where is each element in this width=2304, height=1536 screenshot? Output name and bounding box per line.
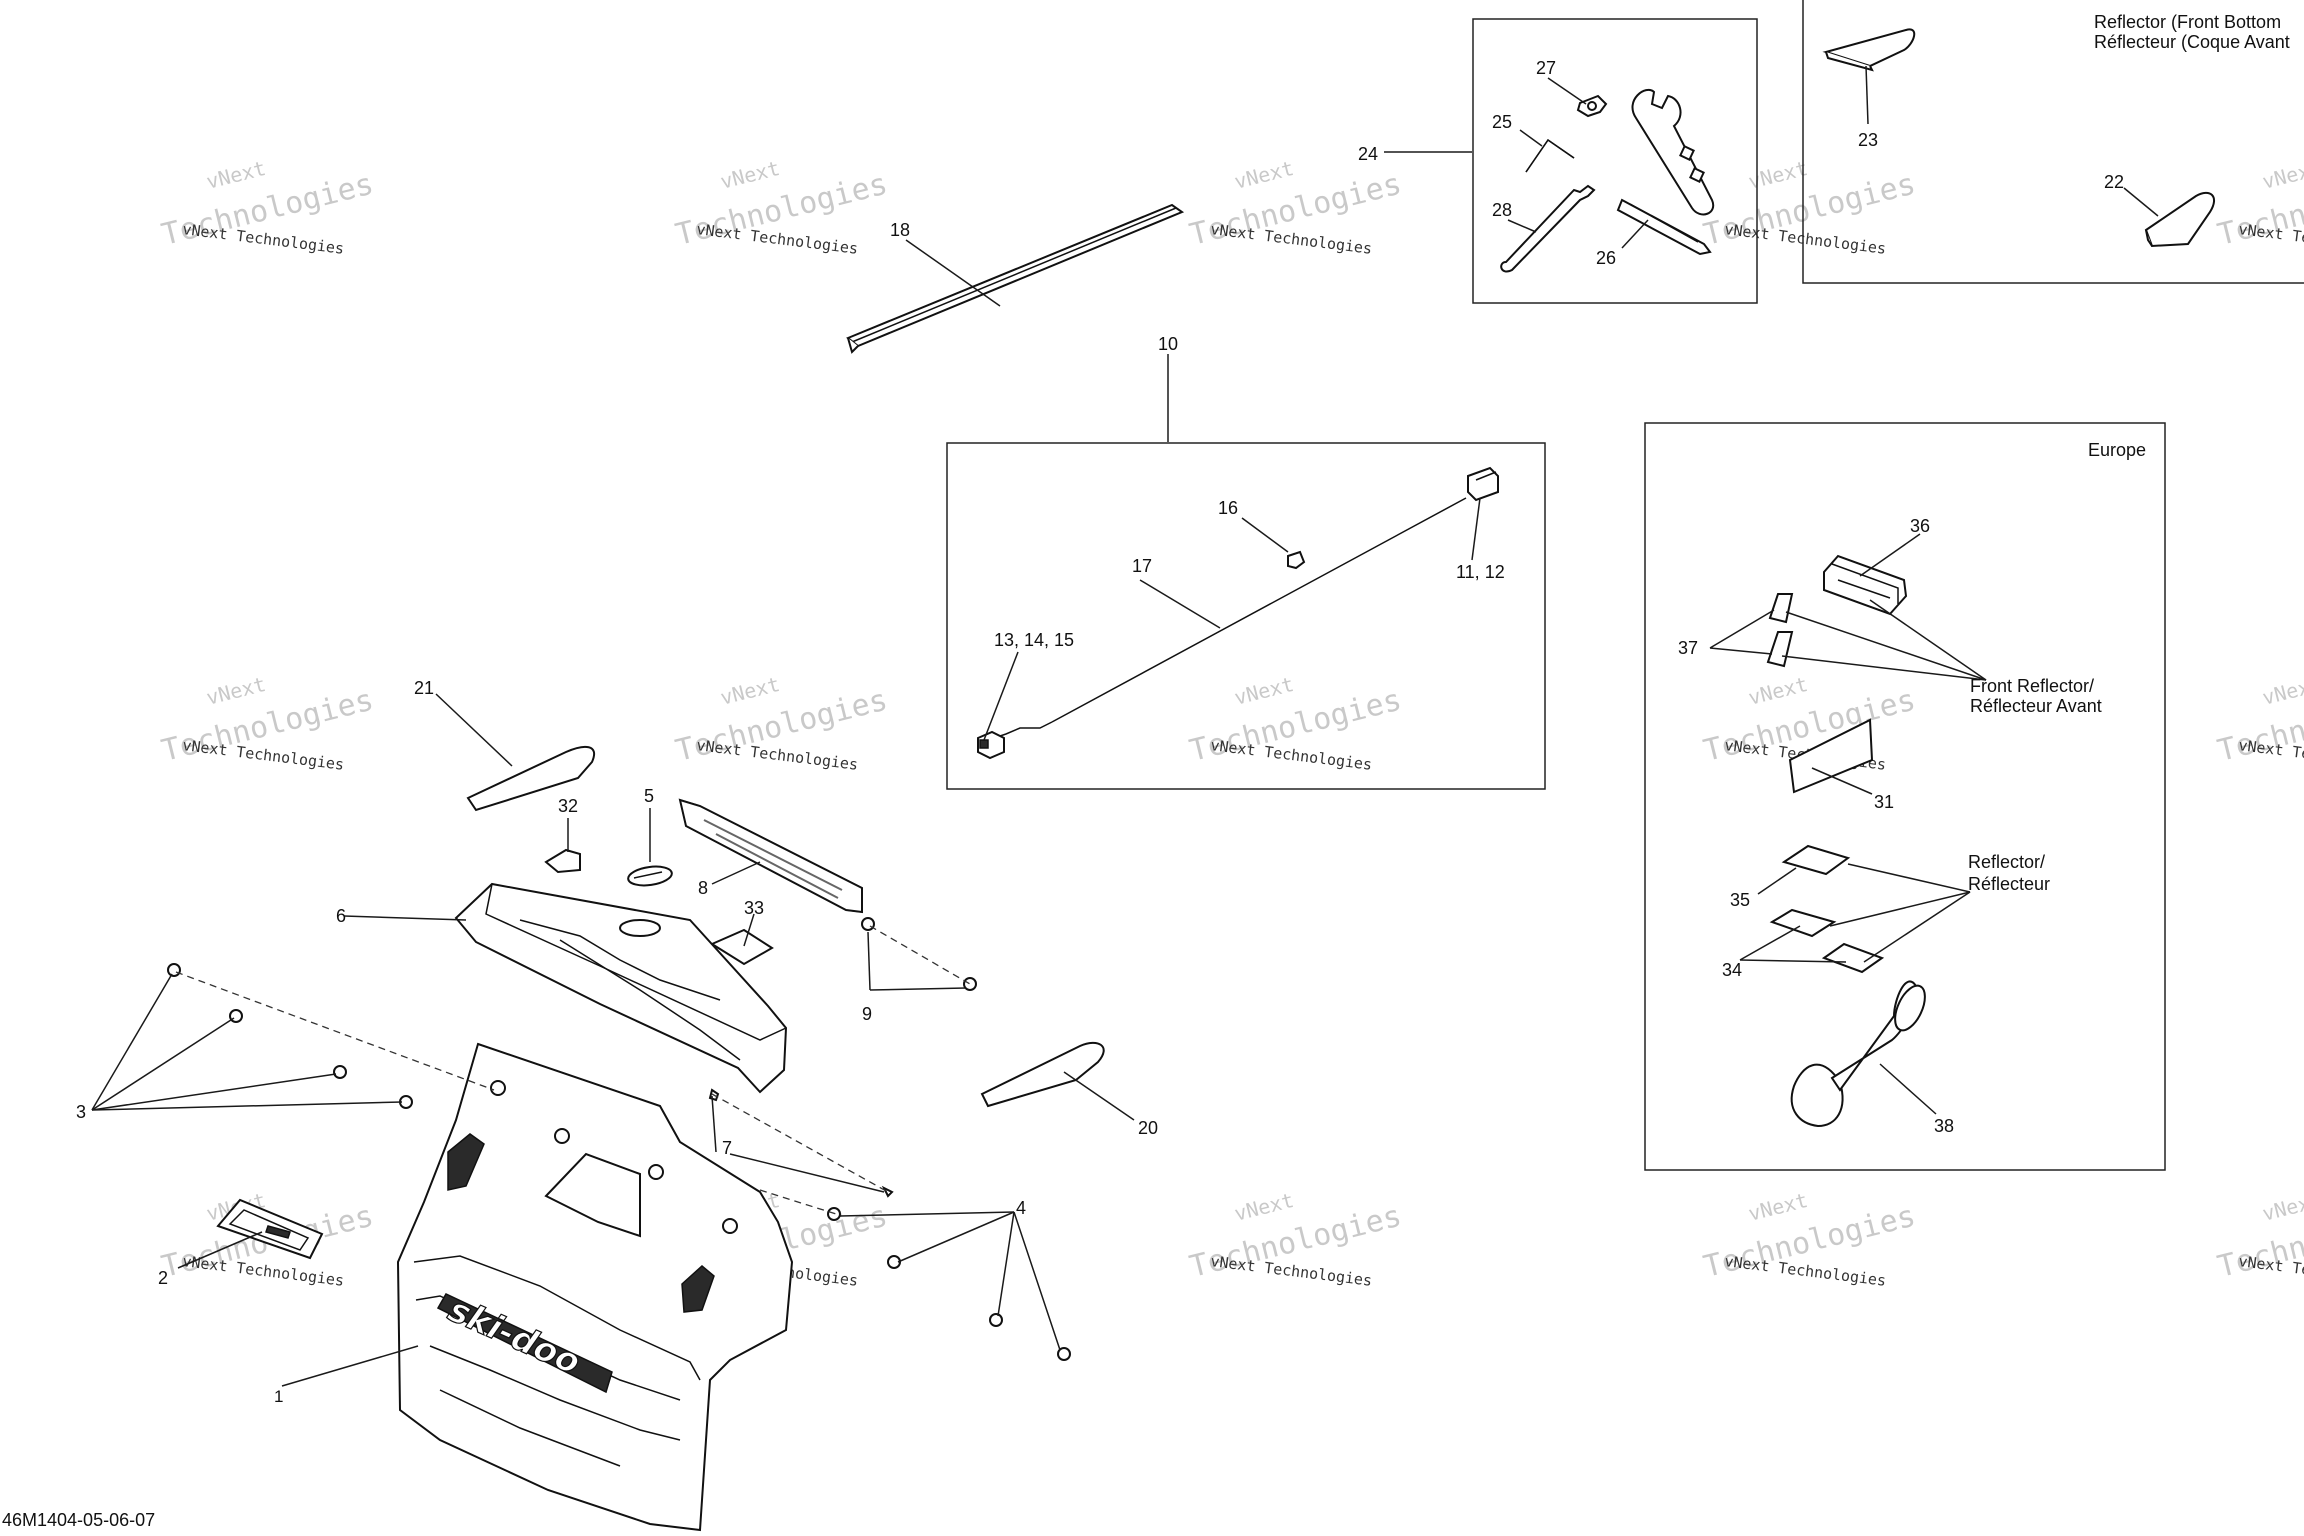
- watermark-text-top: vNext: [2260, 1188, 2304, 1226]
- label-23: 23: [1858, 130, 1878, 150]
- label-1: 1: [274, 1387, 283, 1406]
- label-38: 38: [1934, 1116, 1954, 1136]
- watermark-text-top: vNext: [1232, 672, 1296, 710]
- wiring-harness-box: [946, 442, 1546, 790]
- label-13-14-15: 13, 14, 15: [994, 630, 1074, 650]
- label-28: 28: [1492, 200, 1512, 220]
- label-10: 10: [1158, 334, 1178, 354]
- note-reflector-2: Réflecteur: [1968, 874, 2050, 894]
- note-reflector-1: Reflector/: [1968, 852, 2045, 872]
- tool-kit-parts: [1500, 89, 1715, 273]
- tool-kit-box: [1472, 18, 1758, 304]
- note-front-bottom-1: Reflector (Front Bottom: [2094, 12, 2281, 32]
- watermark-text-top: vNext: [1746, 672, 1810, 710]
- watermark-text-top: vNext: [1232, 156, 1296, 194]
- label-8: 8: [698, 878, 708, 898]
- label-9: 9: [862, 1004, 872, 1024]
- europe-parts: [1766, 554, 1926, 1128]
- label-34: 34: [1722, 960, 1742, 980]
- label-17: 17: [1132, 556, 1152, 576]
- label-31: 31: [1874, 792, 1894, 812]
- part-labels: 1 2 3 4 5 6 7 8 9 10 11, 12 13, 14, 15 1…: [76, 58, 2124, 1406]
- label-27: 27: [1536, 58, 1556, 78]
- label-7: 7: [722, 1138, 732, 1158]
- watermark-text-top: vNext: [718, 672, 782, 710]
- notes: Europe Front Reflector/ Réflecteur Avant…: [1968, 12, 2290, 894]
- label-18: 18: [890, 220, 910, 240]
- label-36: 36: [1910, 516, 1930, 536]
- europe-box: [1644, 422, 2166, 1171]
- label-16: 16: [1218, 498, 1238, 518]
- watermark-text-top: vNext: [1746, 156, 1810, 194]
- leader-lines: [91, 65, 2159, 1387]
- watermark-text-top: vNext: [718, 156, 782, 194]
- label-20: 20: [1138, 1118, 1158, 1138]
- hood-assembly: ski-doo: [216, 745, 1105, 1532]
- diagram-code: 46M1404-05-06-07: [2, 1510, 155, 1530]
- reflector-front-bottom-box: [1802, 0, 2304, 284]
- note-front-bottom-2: Réflecteur (Coque Avant: [2094, 32, 2290, 52]
- watermark-text-top: vNext: [1232, 1188, 1296, 1226]
- note-front-reflector-1: Front Reflector/: [1970, 676, 2094, 696]
- label-35: 35: [1730, 890, 1750, 910]
- watermark-text-top: vNext: [2260, 156, 2304, 194]
- watermark-text-top: vNext: [1746, 1188, 1810, 1226]
- label-2: 2: [158, 1268, 168, 1288]
- label-33: 33: [744, 898, 764, 918]
- label-25: 25: [1492, 112, 1512, 132]
- label-32: 32: [558, 796, 578, 816]
- label-6: 6: [336, 906, 346, 926]
- label-11-12: 11, 12: [1456, 562, 1505, 582]
- watermark-text-top: vNext: [204, 672, 268, 710]
- label-24: 24: [1358, 144, 1378, 164]
- front-bottom-reflectors: [1822, 28, 2215, 248]
- note-front-reflector-2: Réflecteur Avant: [1970, 696, 2102, 716]
- trim-strip-part: [846, 203, 1185, 354]
- note-europe: Europe: [2088, 440, 2146, 460]
- watermark-text-top: vNext: [204, 156, 268, 194]
- label-37: 37: [1678, 638, 1698, 658]
- label-5: 5: [644, 786, 654, 806]
- wiring-harness-parts: [977, 466, 1499, 760]
- assembly-lines: [175, 925, 971, 1215]
- label-26: 26: [1596, 248, 1616, 268]
- watermark-text-top: vNext: [2260, 672, 2304, 710]
- label-21: 21: [414, 678, 434, 698]
- fasteners: [167, 917, 1071, 1361]
- label-4: 4: [1016, 1198, 1026, 1218]
- label-3: 3: [76, 1102, 86, 1122]
- label-22: 22: [2104, 172, 2124, 192]
